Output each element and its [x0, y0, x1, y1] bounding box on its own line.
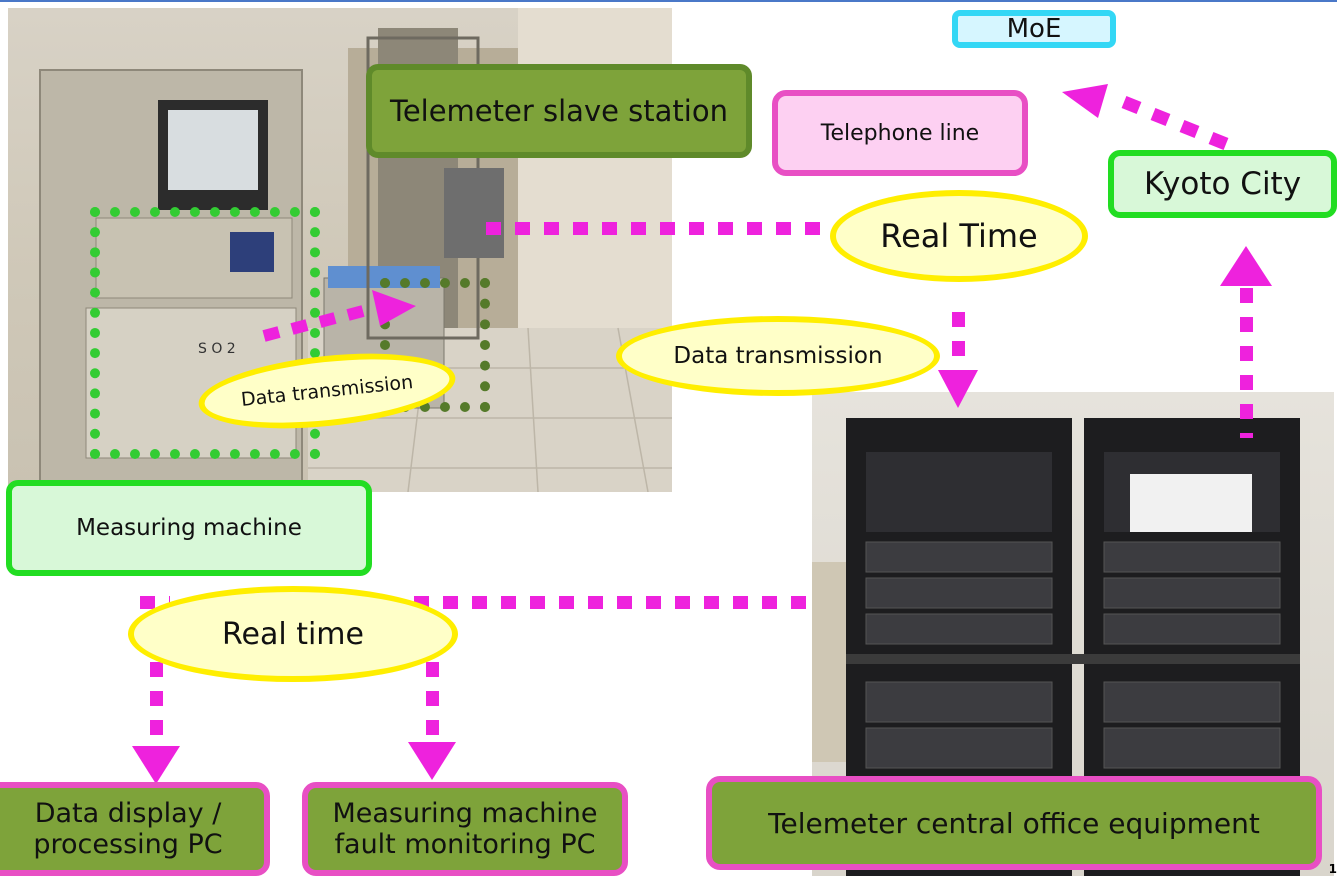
measuring-machine-highlight	[90, 207, 320, 459]
server-rack-photo	[812, 392, 1334, 876]
arrow-to-moe	[1062, 84, 1108, 118]
telemeter-slave-station-box: Telemeter slave station	[366, 64, 752, 158]
connector-realtime-to-display-pc	[150, 662, 163, 746]
fault-monitoring-pc-line2: fault monitoring PC	[334, 829, 596, 860]
fault-monitoring-pc-line1: Measuring machine	[332, 797, 598, 829]
data-transmission-right-label: Data transmission	[673, 343, 883, 369]
real-time-upper-ellipse: Real Time	[830, 190, 1088, 282]
arrow-down-central	[938, 370, 978, 408]
connector-kyoto-to-moe	[1121, 95, 1229, 151]
data-display-pc-line1: Data display /	[34, 797, 222, 829]
fault-monitoring-pc-box: Measuring machine fault monitoring PC	[302, 782, 628, 876]
data-transmission-left-label: Data transmission	[239, 371, 415, 411]
data-display-pc-line2: processing PC	[33, 829, 223, 860]
data-display-pc-box: Data display / processing PC	[0, 782, 270, 876]
kyoto-city-box: Kyoto City	[1108, 150, 1337, 218]
arrow-down-display-pc	[132, 746, 180, 784]
moe-label: MoE	[1006, 14, 1062, 44]
measuring-machine-box: Measuring machine	[6, 480, 372, 576]
arrow-to-slave	[372, 290, 416, 326]
real-time-upper-label: Real Time	[880, 217, 1038, 255]
telephone-line-label: Telephone line	[820, 120, 980, 146]
top-rule	[0, 0, 1337, 2]
svg-text:S O 2: S O 2	[198, 341, 236, 357]
arrow-up-kyoto	[1220, 246, 1272, 286]
page-number: 1	[1328, 862, 1337, 876]
telemeter-central-office-label: Telemeter central office equipment	[768, 806, 1260, 840]
real-time-lower-label: Real time	[222, 616, 364, 652]
real-time-lower-ellipse: Real time	[128, 586, 458, 682]
connector-slave-to-realtime	[486, 222, 830, 235]
data-transmission-right-ellipse: Data transmission	[616, 316, 940, 396]
connector-machine-to-slave	[262, 305, 365, 342]
connector-central-to-realtime-lower	[414, 596, 816, 609]
connector-realtime-to-central	[952, 312, 965, 368]
slave-station-highlight	[380, 278, 490, 412]
telemeter-slave-station-label: Telemeter slave station	[390, 94, 728, 128]
telemeter-central-office-box: Telemeter central office equipment	[706, 776, 1322, 870]
measuring-machine-label: Measuring machine	[76, 515, 302, 541]
kyoto-city-label: Kyoto City	[1143, 166, 1302, 202]
arrow-down-fault-pc	[408, 742, 456, 780]
connector-realtime-to-fault-pc	[426, 662, 439, 746]
connector-central-to-kyoto	[1240, 288, 1253, 438]
moe-box: MoE	[952, 10, 1116, 48]
telephone-line-box: Telephone line	[772, 90, 1028, 176]
